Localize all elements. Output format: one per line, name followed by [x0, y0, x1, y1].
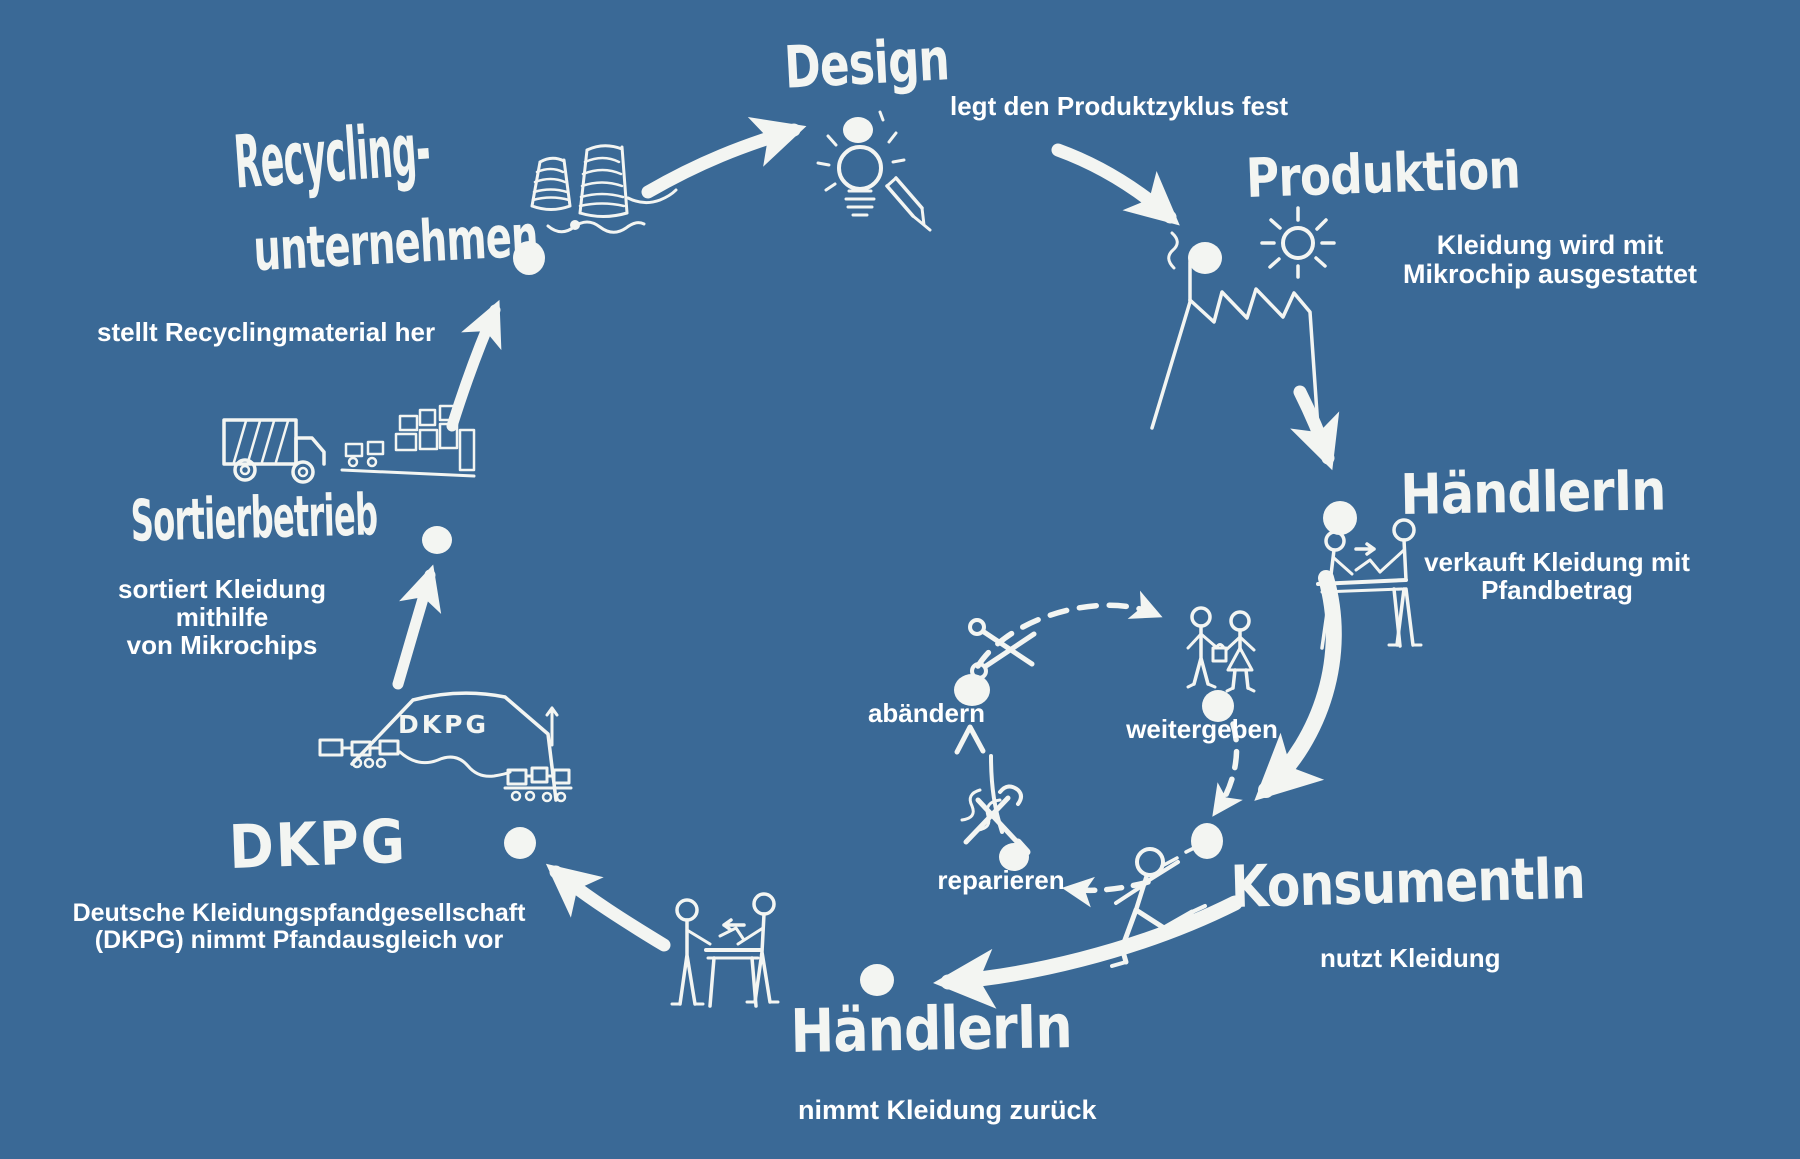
- node-weitergeben: [1202, 690, 1234, 722]
- stage-title-konsument: KonsumentIn: [1229, 843, 1586, 921]
- stage-title-haendler-verkauf: HändlerIn: [1399, 458, 1666, 528]
- stage-subtitle-haendler-verkauf: verkauft Kleidung mit Pfandbetrag: [1412, 548, 1702, 604]
- dkpg-building-label: DKPG: [398, 710, 489, 739]
- sales-counter-icon: [1316, 518, 1423, 650]
- inner-cycle-label-abaendern: abändern: [867, 698, 985, 728]
- subtitle-line: von Mikrochips: [126, 630, 318, 661]
- stage-subtitle-recycling: stellt Recyclingmaterial her: [97, 317, 436, 347]
- arrow-konsument-to-reparieren: [1061, 876, 1151, 908]
- stage-subtitle-dkpg: Deutsche Kleidungspfandgesellschaft (DKP…: [70, 900, 528, 954]
- stage-title-dkpg: DKPG: [227, 806, 408, 883]
- stage-title-produktion: Produktion: [1244, 137, 1521, 210]
- arrow-weitergeben-to-konsument: [1212, 721, 1243, 817]
- arrow-abaendern-to-weitergeben: [975, 590, 1163, 669]
- lightbulb-pencil-icon: [816, 110, 932, 232]
- node-recycling: [513, 241, 545, 275]
- arrow-produktion-to-haendler: [1290, 385, 1340, 471]
- arrow-haendler-to-dkpg: [545, 863, 671, 952]
- factory-icon: [1150, 206, 1336, 430]
- arrow-dkpg-to-sortierbetrieb: [392, 564, 442, 690]
- dancing-person-icon: [1110, 847, 1207, 968]
- subtitle-line: verkauft Kleidung mit: [1424, 547, 1690, 577]
- stage-title-design: Design: [782, 26, 951, 103]
- stage-title-haendler-ruecknahme: HändlerIn: [789, 992, 1073, 1067]
- node-konsument: [1191, 823, 1223, 859]
- arrow-design-to-produktion: [1051, 143, 1180, 226]
- stage-subtitle-design: legt den Produktzyklus fest: [950, 91, 1289, 121]
- truck-and-boxes-icon: [222, 404, 476, 484]
- subtitle-line: Deutsche Kleidungspfandgesellschaft: [72, 899, 526, 927]
- stage-title-recycling-line1: Recycling-: [231, 107, 433, 206]
- node-produktion: [1188, 242, 1222, 274]
- scissors-icon: [968, 618, 1037, 680]
- stage-subtitle-sortierbetrieb: sortiert Kleidung mithilfe von Mikrochip…: [72, 575, 372, 659]
- arrow-recycling-to-design: [641, 117, 807, 199]
- arrow-haendler-to-konsument: [1254, 570, 1342, 801]
- stage-subtitle-konsument: nutzt Kleidung: [1320, 943, 1501, 973]
- inner-cycle-label-weitergeben: weitergeben: [1126, 714, 1278, 744]
- stage-title-recycling-line2: unternehmen: [251, 202, 540, 285]
- tools-icon: [960, 784, 1031, 856]
- children-icon: [1186, 606, 1256, 693]
- subtitle-line: sortiert Kleidung mithilfe: [117, 574, 326, 633]
- arrow-sortierbetrieb-to-recycling: [446, 299, 502, 432]
- arrow-konsument-to-haendler: [933, 895, 1243, 1009]
- stage-subtitle-haendler-ruecknahme: nimmt Kleidung zurück: [798, 1095, 1097, 1125]
- inner-cycle-label-reparieren: reparieren: [937, 865, 1065, 895]
- subtitle-line: Kleidung wird mit: [1436, 230, 1664, 260]
- stage-subtitle-produktion: Kleidung wird mit Mikrochip ausgestattet: [1390, 230, 1710, 290]
- subtitle-line: (DKPG) nimmt Pfandausgleich vor: [94, 926, 504, 954]
- subtitle-line: Mikrochip ausgestattet: [1402, 259, 1698, 290]
- node-design: [843, 117, 873, 143]
- node-haendler-verkauf: [1323, 501, 1357, 535]
- subtitle-line: Pfandbetrag: [1481, 575, 1633, 606]
- thread-spools-icon: [530, 144, 678, 234]
- dkpg-warehouse-icon: DKPG: [318, 691, 573, 803]
- node-sortierbetrieb: [422, 526, 452, 554]
- stage-title-sortierbetrieb: Sortierbetrieb: [129, 482, 379, 556]
- node-haendler-ruecknahme: [860, 964, 894, 996]
- return-counter-icon: [670, 892, 780, 1008]
- node-abaendern: [954, 674, 990, 706]
- node-dkpg: [504, 827, 536, 859]
